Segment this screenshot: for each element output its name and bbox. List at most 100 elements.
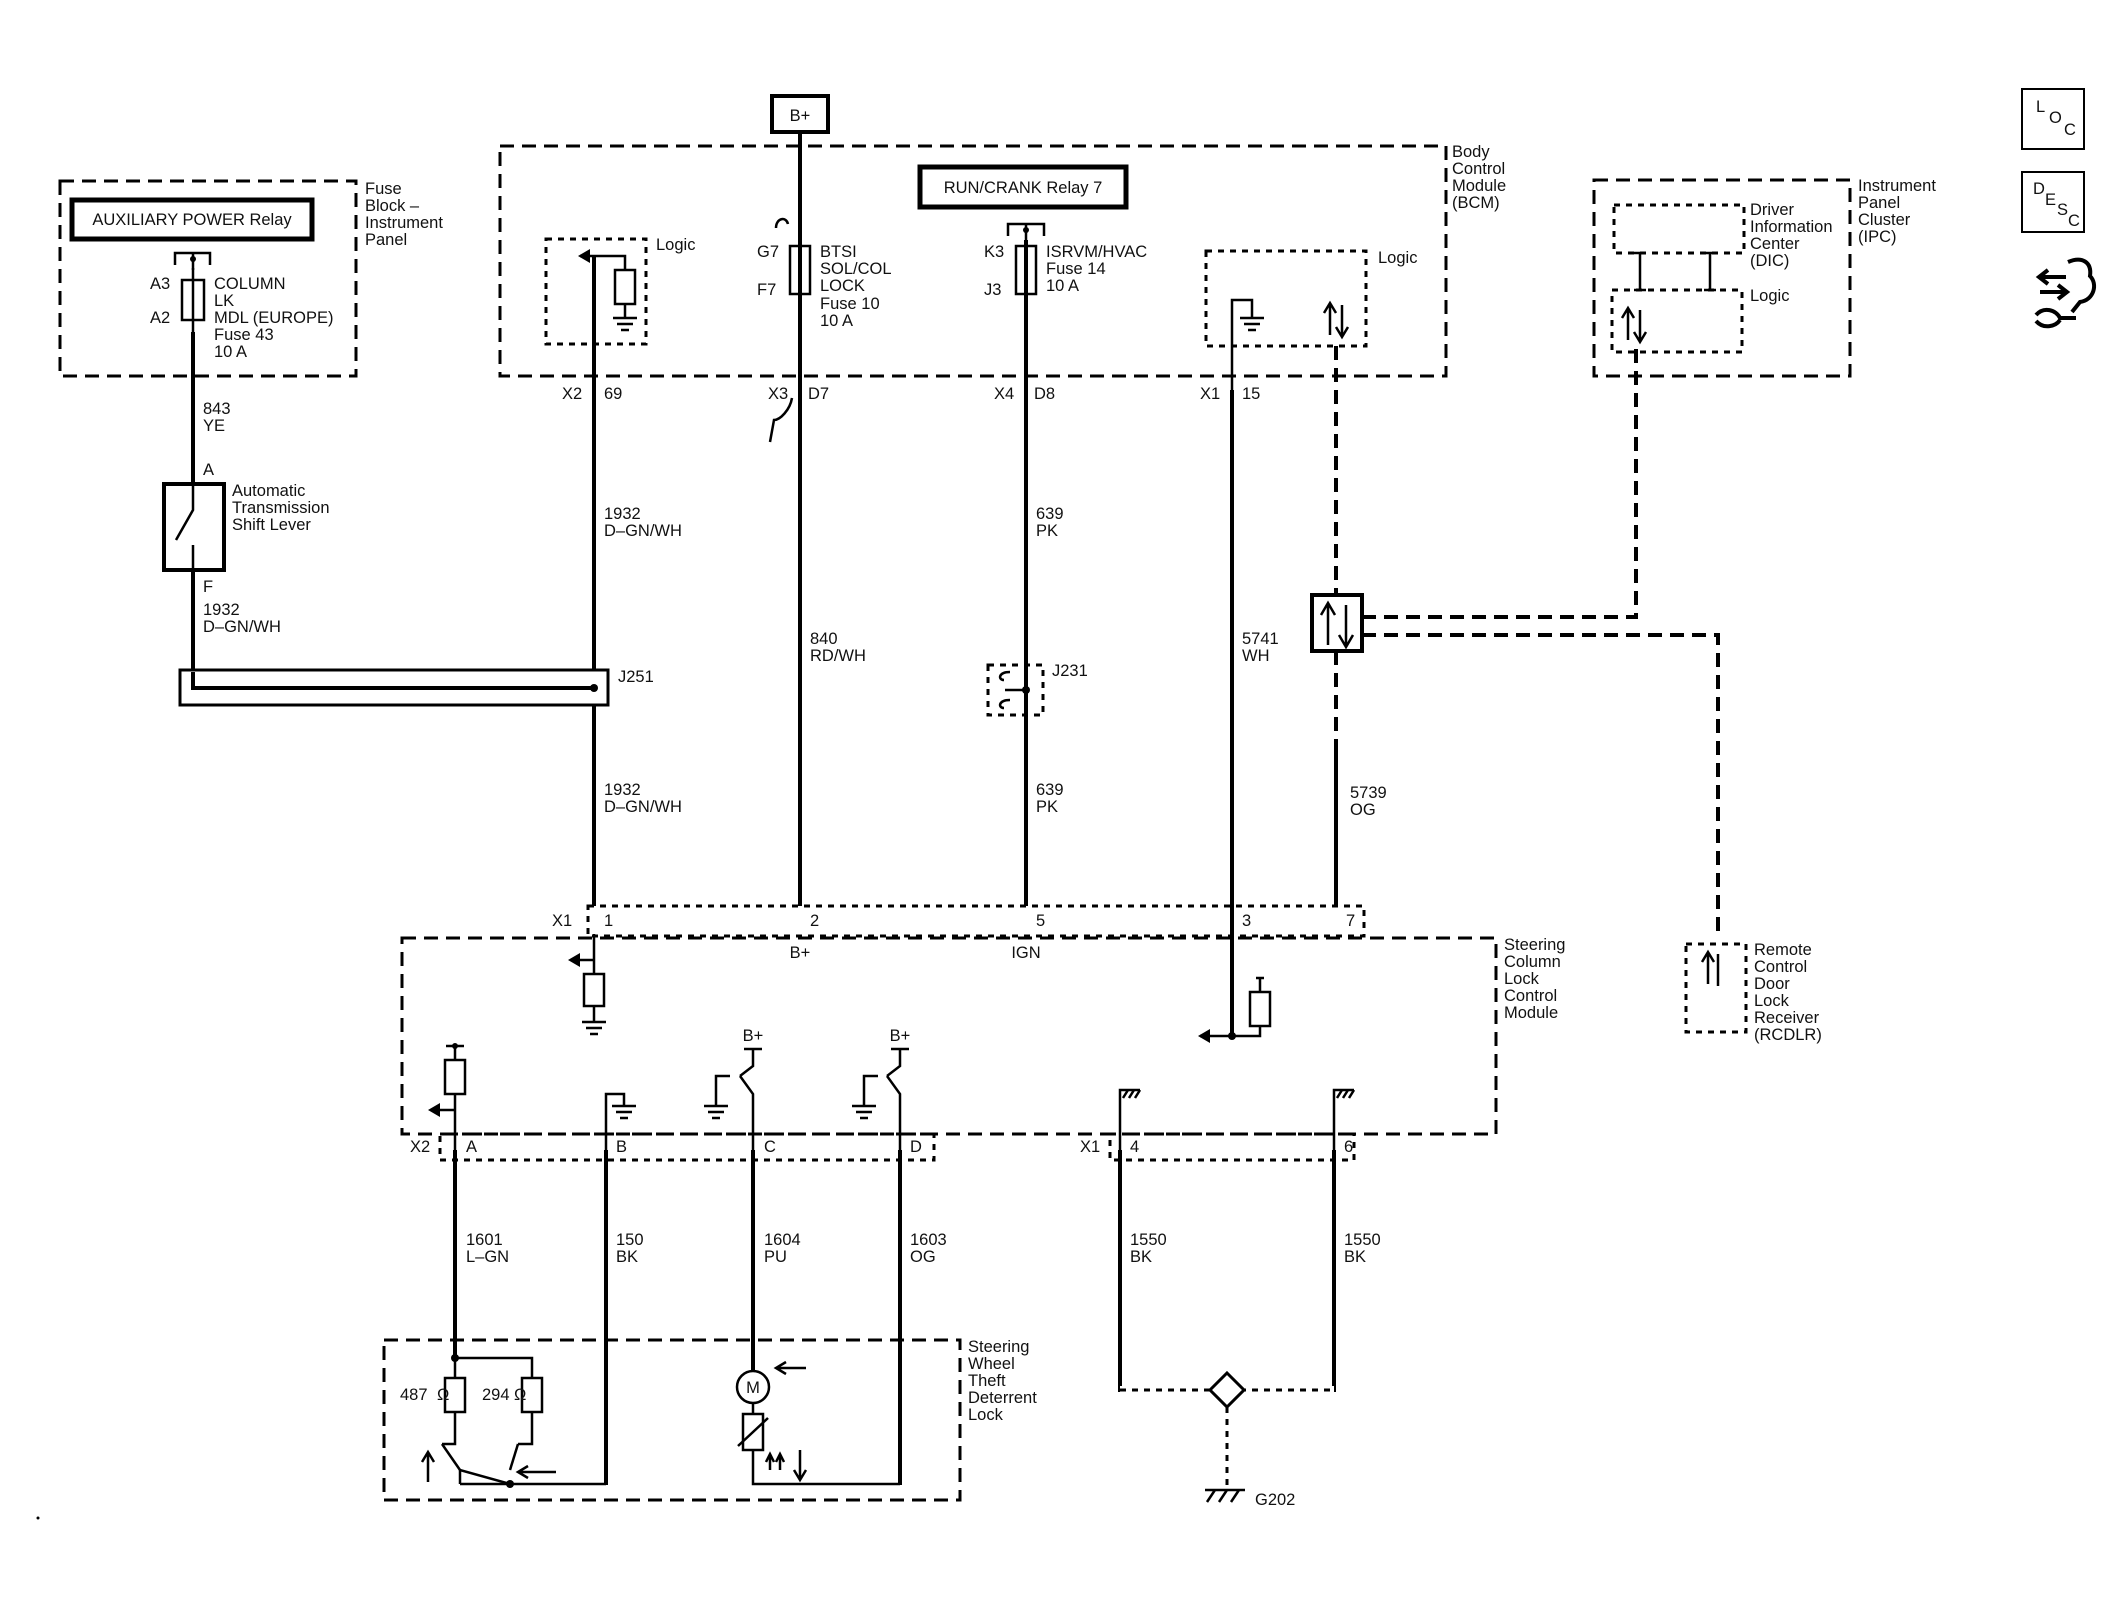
battery-positive-label: B+ <box>890 1027 911 1045</box>
fuse-col-label: COLUMN <box>214 275 286 293</box>
wire-840-color: RD/WH <box>810 647 866 665</box>
desc-icon-letter: S <box>2057 201 2068 219</box>
pin-1: 1 <box>604 912 613 930</box>
fuse14-label: 10 A <box>1046 277 1079 295</box>
wire-150-number: 150 <box>616 1231 644 1249</box>
nav-icons: L O C D E S C <box>2021 88 2097 329</box>
wire-1550-number: 1550 <box>1130 1231 1167 1249</box>
swtd-label: Steering <box>968 1338 1029 1356</box>
fuse10-label: BTSI <box>820 243 857 261</box>
wire-1603-color: OG <box>910 1248 936 1266</box>
battery-positive-label: B+ <box>743 1027 764 1045</box>
wire-150-color: BK <box>616 1248 638 1266</box>
wire-5739-number: 5739 <box>1350 784 1387 802</box>
fuse-block-label: Fuse <box>365 180 402 198</box>
pin-4: 4 <box>1130 1138 1139 1156</box>
bcm-output-wires: 1932 D–GN/WH 1932 D–GN/WH 840 RD/WH 639 … <box>592 310 1720 1036</box>
pin-f: F <box>203 578 213 596</box>
desc-icon-letter: D <box>2033 180 2045 198</box>
pin-d7: D7 <box>808 385 829 403</box>
rcdlr-label: Receiver <box>1754 1009 1820 1027</box>
pin-2: 2 <box>810 912 819 930</box>
pin-f7: F7 <box>757 281 776 299</box>
circuit-843: 843 YE A Automatic Transmission Shift Le… <box>162 332 330 688</box>
pin-d8: D8 <box>1034 385 1055 403</box>
wire-1601-color: L–GN <box>466 1248 509 1266</box>
pin-a: A <box>466 1138 477 1156</box>
pin-a: A <box>203 461 214 479</box>
wire-1550-number: 1550 <box>1344 1231 1381 1249</box>
loc-icon-letter: O <box>2049 109 2062 127</box>
swtd-label: Theft <box>968 1372 1006 1390</box>
loc-icon-letter: L <box>2036 98 2045 116</box>
rcdlr-label: Remote <box>1754 941 1812 959</box>
dic-label: Center <box>1750 235 1800 253</box>
pin-b: B <box>616 1138 627 1156</box>
fuse-col-label: Fuse 43 <box>214 326 274 344</box>
connector-x2: X2 <box>562 385 582 403</box>
ohm-symbol: Ω <box>437 1386 449 1404</box>
wire-1550-color: BK <box>1130 1248 1152 1266</box>
fuse-col-label: LK <box>214 292 234 310</box>
wire-1550-color: BK <box>1344 1248 1366 1266</box>
aux-relay-label: AUXILIARY POWER Relay <box>92 211 292 229</box>
stray-dot <box>36 1516 40 1520</box>
wire-843-color: YE <box>203 417 225 435</box>
sclcm-label: Module <box>1504 1004 1558 1022</box>
swtd-label: Deterrent <box>968 1389 1037 1407</box>
fuse-block-instrument-panel: AUXILIARY POWER Relay Fuse Block – Instr… <box>58 179 443 378</box>
j251-label: J251 <box>618 668 654 686</box>
wire-1932-color: D–GN/WH <box>203 618 281 636</box>
logic-label: Logic <box>656 236 695 254</box>
ground-g202: G202 <box>1120 1370 1334 1509</box>
sclcm-label: Lock <box>1504 970 1540 988</box>
body-control-module: Body Control Module (BCM) B+ RUN/CRANK R… <box>498 94 1506 403</box>
g202-label: G202 <box>1255 1491 1295 1509</box>
fuse10-label: SOL/COL <box>820 260 892 278</box>
pin-a3: A3 <box>150 275 170 293</box>
pin-5: 5 <box>1036 912 1045 930</box>
battery-positive-label: B+ <box>790 107 811 125</box>
sclcm-label: Control <box>1504 987 1557 1005</box>
wire-639-number: 639 <box>1036 781 1064 799</box>
wire-1932-number: 1932 <box>604 781 641 799</box>
pin-6: 6 <box>1344 1138 1353 1156</box>
wire-1932-color: D–GN/WH <box>604 798 682 816</box>
swtd-label: Lock <box>968 1406 1004 1424</box>
pin-15: 15 <box>1242 385 1260 403</box>
bcm-label: Control <box>1452 160 1505 178</box>
motor-label: M <box>746 1379 760 1397</box>
rcdlr-label: Door <box>1754 975 1790 993</box>
connector-x2: X2 <box>410 1138 430 1156</box>
run-crank-relay-label: RUN/CRANK Relay 7 <box>944 179 1103 197</box>
desc-icon-letter: C <box>2068 212 2080 230</box>
pin-bplus-label: B+ <box>790 944 811 962</box>
logic-label: Logic <box>1750 287 1789 305</box>
ipc-label: Instrument <box>1858 177 1936 195</box>
instrument-panel-cluster: Instrument Panel Cluster (IPC) Driver In… <box>1592 177 1936 378</box>
pin-j3: J3 <box>984 281 1001 299</box>
j231-label: J231 <box>1052 662 1088 680</box>
pin-k3: K3 <box>984 243 1004 261</box>
atsl-label: Automatic <box>232 482 305 500</box>
steering-wheel-theft-deterrent-lock: Steering Wheel Theft Deterrent Lock 487 … <box>382 1338 1037 1502</box>
wire-639-number: 639 <box>1036 505 1064 523</box>
pin-3: 3 <box>1242 912 1251 930</box>
ipc-label: (IPC) <box>1858 228 1897 246</box>
fuse-col-label: 10 A <box>214 343 247 361</box>
atsl-label: Shift Lever <box>232 516 311 534</box>
desc-icon[interactable]: D E S C <box>2021 171 2085 233</box>
lower-wires: 1601 L–GN 150 BK 1604 PU 1603 OG 1550 BK… <box>453 1150 1381 1485</box>
remote-control-door-lock-receiver: Remote Control Door Lock Receiver (RCDLR… <box>1684 941 1822 1044</box>
ipc-label: Cluster <box>1858 211 1911 229</box>
ohm-symbol: Ω <box>514 1386 526 1404</box>
dic-label: (DIC) <box>1750 252 1789 270</box>
fuse10-label: Fuse 10 <box>820 295 880 313</box>
atsl-label: Transmission <box>232 499 330 517</box>
logic-label: Logic <box>1378 249 1417 267</box>
rcdlr-label: (RCDLR) <box>1754 1026 1822 1044</box>
bcm-label: Module <box>1452 177 1506 195</box>
loc-icon[interactable]: L O C <box>2021 88 2085 150</box>
connector-tool-icon[interactable] <box>2034 257 2097 329</box>
